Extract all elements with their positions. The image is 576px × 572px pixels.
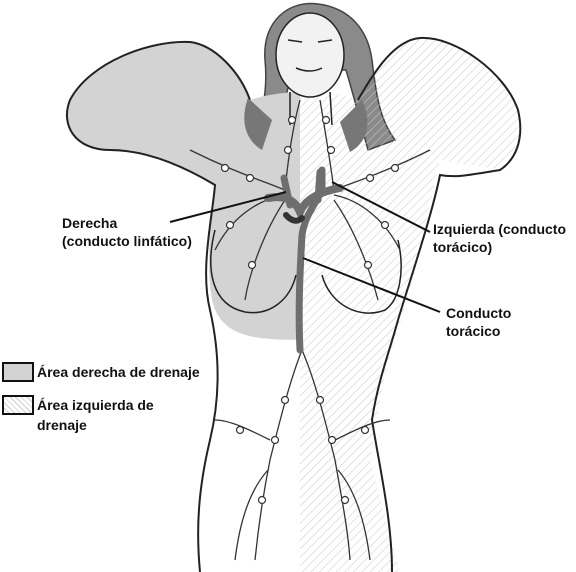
legend-swatch-right	[2, 362, 34, 382]
lymph-nodes	[220, 115, 400, 505]
body-outline-left	[357, 36, 522, 572]
legend-left-area: Área izquierda de drenaje	[2, 395, 154, 435]
label-thoracic-duct: Conducto torácico	[446, 305, 512, 339]
eyes	[287, 39, 333, 43]
legend-left-label: Área izquierda de drenaje	[37, 397, 154, 433]
subclavian-veins	[264, 184, 344, 223]
breast-right	[210, 229, 297, 314]
legend-right-label: Área derecha de drenaje	[37, 364, 200, 380]
leader-thoracic-duct	[302, 257, 441, 313]
face	[275, 12, 345, 98]
label-right-duct: Derecha (conducto linfático)	[62, 215, 192, 249]
jugular-veins	[280, 168, 324, 209]
mouth	[295, 67, 323, 72]
right-lymphatic-duct	[283, 212, 305, 224]
leader-left-duct	[331, 181, 431, 233]
breast-left	[321, 239, 402, 314]
left-drainage-area	[300, 37, 521, 572]
body-outline	[65, 40, 251, 572]
lymph-vessels	[189, 99, 431, 561]
leader-right-duct	[169, 191, 287, 223]
legend-right-area: Área derecha de drenaje	[2, 362, 200, 382]
label-left-duct: Izquierda (conducto torácico)	[433, 221, 566, 255]
right-drainage-area	[66, 41, 301, 340]
armpit-right	[244, 98, 272, 150]
armpit-left	[340, 100, 368, 152]
legend-swatch-left	[2, 395, 34, 415]
